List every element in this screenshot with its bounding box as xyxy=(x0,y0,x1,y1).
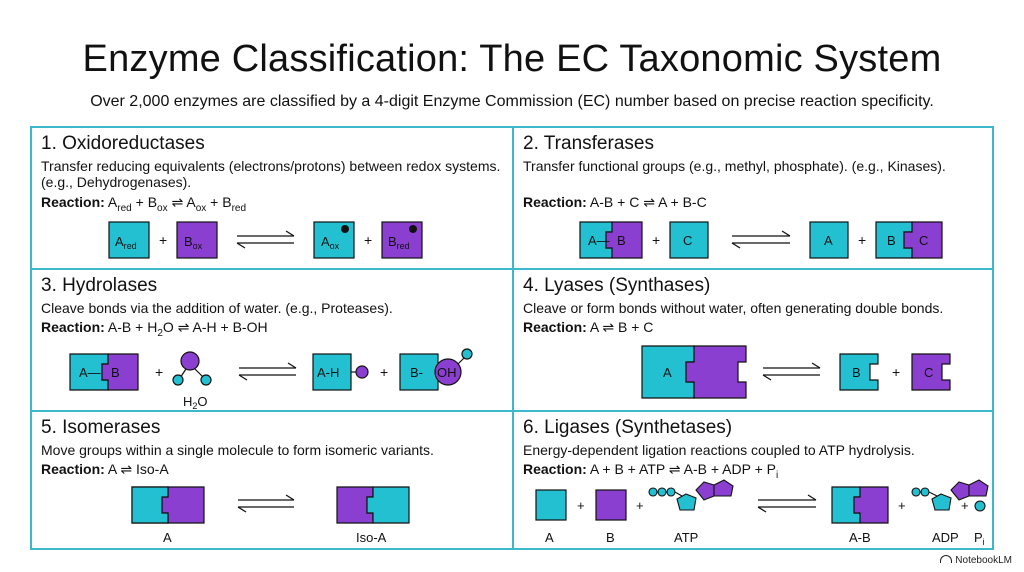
reaction-label: Reaction: xyxy=(523,194,587,210)
panel-ligases: 6. Ligases (Synthetases) Energy-dependen… xyxy=(514,412,994,550)
reaction-label: Reaction: xyxy=(41,194,105,210)
equilibrium-arrow-icon xyxy=(731,230,791,249)
water-molecule-icon xyxy=(172,351,212,386)
panel-oxidoreductases: 1. Oxidoreductases Transfer reducing equ… xyxy=(32,128,514,270)
transferase-illustration: A— B + C A + B C xyxy=(579,221,943,259)
svg-text:+: + xyxy=(961,498,969,513)
reaction-text: A-B + H2O ⇌ A-H + B-OH xyxy=(107,319,268,339)
panel-title: 4. Lyases (Synthases) xyxy=(523,275,711,296)
reaction-label: Reaction: xyxy=(523,319,587,335)
svg-text:+: + xyxy=(898,498,906,513)
svg-text:B-: B- xyxy=(410,365,423,380)
reaction-label: Reaction: xyxy=(41,461,105,477)
reaction-text: A + B + ATP ⇌ A-B + ADP + Pi xyxy=(589,461,779,481)
svg-text:ADP: ADP xyxy=(932,530,959,545)
panel-reaction: Reaction: A ⇌ B + C xyxy=(523,319,653,336)
adp-molecule-icon xyxy=(911,479,989,511)
equilibrium-arrow-icon xyxy=(236,230,295,249)
panel-description: Cleave or form bonds without water, ofte… xyxy=(523,300,944,316)
oxidoreductase-illustration: Ared + Box Aox + Bred xyxy=(108,221,423,259)
panel-description: Move groups within a single molecule to … xyxy=(41,442,434,458)
panel-title: 5. Isomerases xyxy=(41,417,161,438)
notebooklm-logo: NotebookLM xyxy=(940,555,1012,566)
svg-text:+: + xyxy=(892,364,900,380)
reaction-label: Reaction: xyxy=(523,461,587,477)
svg-text:OH: OH xyxy=(437,365,457,380)
page-title: Enzyme Classification: The EC Taxonomic … xyxy=(82,38,942,80)
svg-text:Box: Box xyxy=(184,234,203,251)
equilibrium-arrow-icon xyxy=(762,362,821,381)
ligase-illustration: A + B + ATP A-B + xyxy=(535,479,989,547)
svg-text:Aox: Aox xyxy=(321,234,340,251)
reaction-text: Ared + Box ⇌ Aox + Bred xyxy=(107,194,247,214)
panel-lyases: 4. Lyases (Synthases) Cleave or form bon… xyxy=(514,270,994,412)
panel-reaction: Reaction: A-B + H2O ⇌ A-H + B-OH xyxy=(41,319,268,339)
svg-text:B: B xyxy=(606,530,615,545)
svg-text:+: + xyxy=(577,498,585,513)
svg-text:+: + xyxy=(636,498,644,513)
equilibrium-arrow-icon xyxy=(237,494,295,513)
block-b-ox xyxy=(176,221,218,259)
panel-isomerases: 5. Isomerases Move groups within a singl… xyxy=(32,412,514,550)
panel-description: Energy-dependent ligation reactions coup… xyxy=(523,442,915,458)
svg-text:C: C xyxy=(924,365,933,380)
svg-text:C: C xyxy=(683,233,692,248)
panel-transferases: 2. Transferases Transfer functional grou… xyxy=(514,128,994,270)
isomerase-illustration: A Iso-A xyxy=(131,486,410,545)
svg-text:A—: A— xyxy=(79,365,101,380)
panel-description: Transfer reducing equivalents (electrons… xyxy=(41,158,501,190)
panel-hydrolases: 3. Hydrolases Cleave bonds via the addit… xyxy=(32,270,514,412)
reaction-text: A-B + C ⇌ A + B-C xyxy=(589,194,707,210)
svg-text:A-H: A-H xyxy=(317,365,339,380)
svg-text:A: A xyxy=(163,530,172,545)
svg-text:B: B xyxy=(887,233,896,248)
svg-text:+: + xyxy=(858,232,866,248)
equilibrium-arrow-icon xyxy=(757,494,817,513)
svg-text:+: + xyxy=(380,364,388,380)
panel-reaction: Reaction: A + B + ATP ⇌ A-B + ADP + Pi xyxy=(523,461,778,481)
svg-text:B: B xyxy=(852,365,861,380)
equilibrium-arrow-icon xyxy=(238,362,297,381)
atp-molecule-icon xyxy=(648,479,734,511)
svg-text:+: + xyxy=(364,232,372,248)
svg-text:Bred: Bred xyxy=(388,234,410,251)
block-a-red xyxy=(108,221,150,259)
svg-text:+: + xyxy=(652,232,660,248)
page-subtitle: Over 2,000 enzymes are classified by a 4… xyxy=(90,93,934,110)
panel-title: 3. Hydrolases xyxy=(41,275,158,296)
panel-description: Cleave bonds via the addition of water. … xyxy=(41,300,393,316)
svg-text:A: A xyxy=(824,233,833,248)
panel-title: 1. Oxidoreductases xyxy=(41,133,205,154)
svg-text:C: C xyxy=(919,233,928,248)
svg-text:+: + xyxy=(155,364,163,380)
panel-title: 6. Ligases (Synthetases) xyxy=(523,417,733,438)
svg-text:Ared: Ared xyxy=(115,234,137,251)
panel-reaction: Reaction: A-B + C ⇌ A + B-C xyxy=(523,194,707,211)
panel-title: 2. Transferases xyxy=(523,133,654,154)
logo-icon xyxy=(940,555,953,563)
svg-text:A-B: A-B xyxy=(849,530,871,545)
svg-text:B: B xyxy=(111,365,120,380)
svg-text:H2O: H2O xyxy=(183,394,208,411)
svg-text:Iso-A: Iso-A xyxy=(356,530,387,545)
classification-grid: 1. Oxidoreductases Transfer reducing equ… xyxy=(30,126,994,550)
svg-text:B: B xyxy=(617,233,626,248)
svg-text:A—: A— xyxy=(588,233,610,248)
hydrolase-illustration: A— B + H2O A-H + B- OH xyxy=(69,348,473,411)
lyase-illustration: A B + C xyxy=(641,345,951,399)
svg-text:Pi: Pi xyxy=(974,530,985,547)
reaction-text: A ⇌ B + C xyxy=(589,319,654,335)
svg-text:A: A xyxy=(663,365,672,380)
panel-reaction: Reaction: A ⇌ Iso-A xyxy=(41,461,169,478)
panel-description: Transfer functional groups (e.g., methyl… xyxy=(523,158,946,174)
svg-text:A: A xyxy=(545,530,554,545)
panel-reaction: Reaction: Ared + Box ⇌ Aox + Bred xyxy=(41,194,246,214)
reaction-label: Reaction: xyxy=(41,319,105,335)
svg-text:+: + xyxy=(159,232,167,248)
reaction-text: A ⇌ Iso-A xyxy=(107,461,169,477)
svg-text:ATP: ATP xyxy=(674,530,698,545)
